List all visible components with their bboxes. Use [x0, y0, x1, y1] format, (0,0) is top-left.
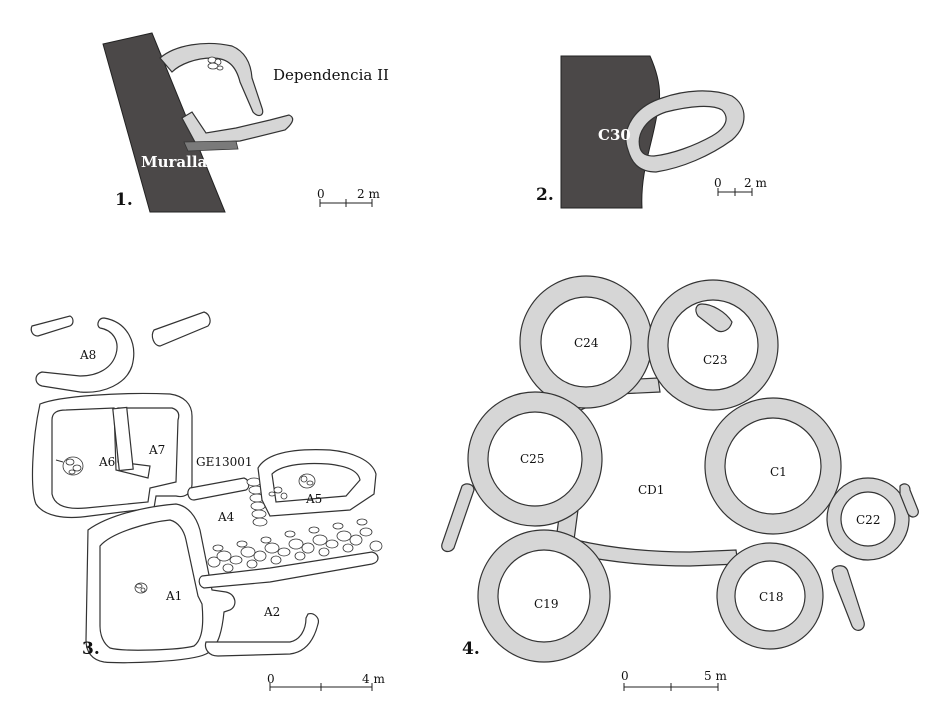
c23-wall — [647, 279, 779, 411]
dependencia-ii-label: Dependencia II — [273, 66, 389, 84]
scale-bar-1-end: 2 m — [357, 187, 380, 201]
dependencia-ii-floor-strip — [183, 140, 239, 152]
scale-bar-3-start: 0 — [267, 672, 275, 686]
a1-stone-cluster — [134, 582, 148, 594]
panel-1: Dependencia II Muralla 1. 0 2 m — [102, 32, 389, 213]
ge13001-label: GE13001 — [196, 455, 253, 469]
c23-interior-wall — [695, 303, 733, 333]
a1-room — [85, 503, 236, 664]
c18-label: C18 — [759, 590, 783, 604]
c30-wall — [625, 90, 745, 173]
c25-wall — [467, 391, 603, 527]
outer-wall-right-lower — [831, 565, 865, 631]
cd1-label: CD1 — [638, 483, 664, 497]
a7-label: A7 — [148, 443, 165, 457]
c1-label: C1 — [770, 465, 787, 479]
panel-3-number: 3. — [82, 639, 100, 659]
c30-label: C30 — [598, 126, 631, 144]
a5-stone-cluster — [268, 473, 316, 500]
a4-wall-upper — [187, 477, 250, 501]
panel-4: C24 C23 C25 CD1 C1 C22 C19 C18 4. 0 5 m — [441, 275, 919, 691]
outer-wall-left — [441, 483, 475, 553]
scale-bar-1: 0 2 m — [317, 187, 380, 207]
panel-2: C30 2. 0 2 m — [536, 55, 767, 209]
c22-wall — [826, 477, 910, 561]
dependencia-ii-wall — [159, 42, 264, 117]
panel-2-number: 2. — [536, 185, 554, 205]
a6-label: A6 — [98, 455, 115, 469]
rubble-fill — [207, 518, 383, 573]
scale-bar-4-end: 5 m — [704, 669, 727, 683]
a2-label: A2 — [263, 605, 280, 619]
c1-wall — [704, 397, 842, 535]
scale-bar-2-start: 0 — [714, 176, 722, 190]
a5-label: A5 — [305, 492, 322, 506]
a4-wall-lower — [198, 551, 379, 589]
a6-stone-cluster — [55, 456, 84, 476]
a1-label: A1 — [165, 589, 182, 603]
scale-bar-3-end: 4 m — [362, 672, 385, 686]
a5-room — [257, 449, 377, 517]
a2-wall — [204, 613, 319, 657]
scale-bar-4-start: 0 — [621, 669, 629, 683]
panel-4-number: 4. — [462, 639, 480, 659]
c24-label: C24 — [574, 336, 599, 350]
c19-wall — [477, 529, 611, 663]
a8-label: A8 — [79, 348, 96, 362]
scale-bar-2-end: 2 m — [744, 176, 767, 190]
muralla-label: Muralla — [141, 153, 208, 171]
scale-bar-2: 0 2 m — [714, 176, 767, 196]
a6-a7-partition — [112, 406, 134, 472]
panel-1-number: 1. — [115, 190, 133, 210]
a8-wall-curve — [35, 317, 135, 393]
outer-wall-right-upper — [899, 483, 919, 518]
c25-label: C25 — [520, 452, 544, 466]
dependencia-ii-wall-lower — [181, 111, 294, 145]
c18-wall — [716, 542, 824, 650]
panel-3: A8 A6 A7 GE13001 A5 A4 A1 A2 3. 0 4 m — [30, 311, 385, 691]
a4-label: A4 — [217, 510, 235, 524]
wall-segment-top — [151, 311, 211, 347]
stone-cluster — [207, 56, 224, 71]
scale-bar-1-start: 0 — [317, 187, 325, 201]
c23-label: C23 — [703, 353, 727, 367]
c19-label: C19 — [534, 597, 558, 611]
muralla-wall — [102, 32, 226, 213]
c22-label: C22 — [856, 513, 880, 527]
scale-bar-4: 0 5 m — [621, 669, 727, 691]
c24-wall — [519, 275, 653, 409]
scale-bar-3: 0 4 m — [267, 672, 385, 691]
a4-stone-column — [246, 477, 268, 527]
a8-wall-left — [30, 315, 74, 337]
a6-a7-building — [31, 392, 193, 519]
